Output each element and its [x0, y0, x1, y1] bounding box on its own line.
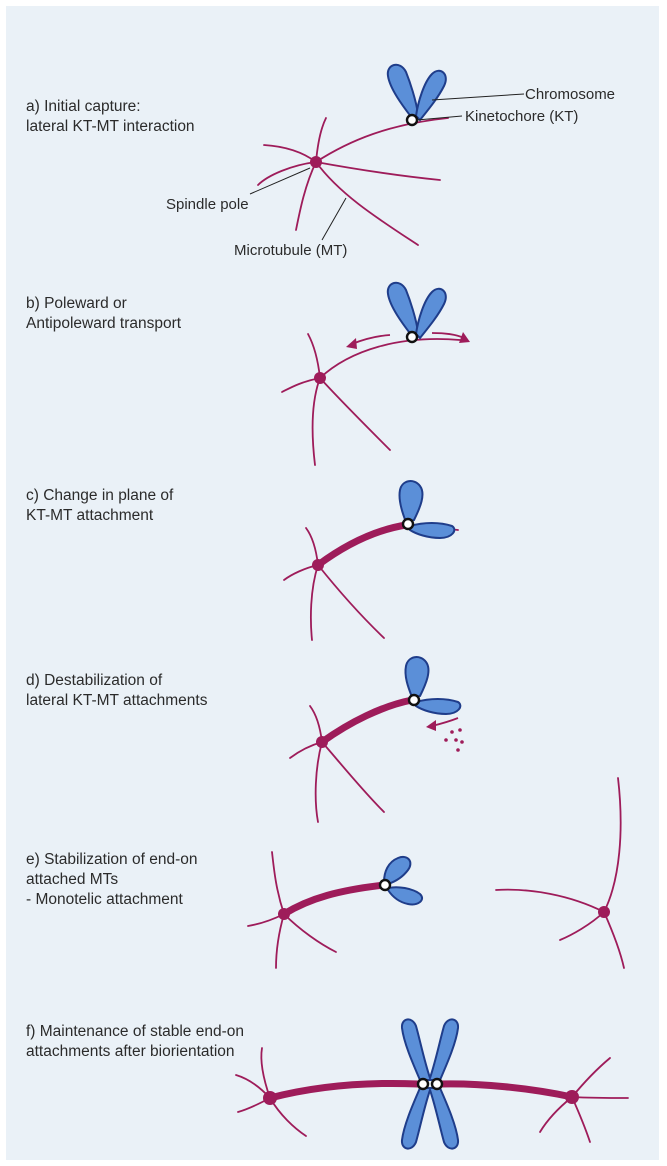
stage-e-graphic [248, 778, 624, 968]
stage-c-graphic [284, 481, 458, 640]
stage-e-line-1: e) Stabilization of end-on [26, 850, 197, 870]
stage-b-label: b) Poleward or Antipoleward transport [26, 294, 181, 334]
leader-chromosome [432, 94, 524, 100]
chromosome-annotation: Chromosome [525, 86, 615, 104]
stage-a-mt-2 [316, 162, 440, 180]
stage-b-graphic [282, 283, 470, 465]
stage-d-line-2: lateral KT-MT attachments [26, 691, 207, 711]
stage-a-line-1: a) Initial capture: [26, 97, 195, 117]
kinetochore-annotation: Kinetochore (KT) [465, 108, 578, 126]
stage-a-mt-main [316, 118, 448, 162]
stage-b-antipoleward-arrow [432, 333, 464, 338]
stage-a-chromosome [388, 65, 446, 120]
stage-a-mt-4 [296, 162, 316, 230]
stage-e-line-2: attached MTs [26, 870, 197, 890]
stage-a-mt-7 [316, 118, 326, 162]
stage-e-label: e) Stabilization of end-on attached MTs … [26, 850, 197, 910]
stage-a-graphic [250, 65, 524, 245]
microtubule-annotation: Microtubule (MT) [234, 242, 347, 260]
stage-d-graphic [290, 657, 464, 822]
stage-b-line-2: Antipoleward transport [26, 314, 181, 334]
stage-a-spindle-pole [310, 156, 322, 168]
stage-c-line-2: KT-MT attachment [26, 506, 173, 526]
stage-e-line-3: - Monotelic attachment [26, 890, 197, 910]
stage-a-label: a) Initial capture: lateral KT-MT intera… [26, 97, 195, 137]
stage-f-line-1: f) Maintenance of stable end-on [26, 1022, 244, 1042]
leader-microtubule [322, 198, 346, 240]
stage-a-line-2: lateral KT-MT interaction [26, 117, 195, 137]
stage-d-label: d) Destabilization of lateral KT-MT atta… [26, 671, 207, 711]
stage-a-mt-6 [264, 145, 316, 162]
stage-d-line-1: d) Destabilization of [26, 671, 207, 691]
stage-b-poleward-arrow [352, 335, 390, 344]
stage-f-line-2: attachments after biorientation [26, 1042, 244, 1062]
stage-a-kinetochore [407, 115, 417, 125]
stage-c-line-1: c) Change in plane of [26, 486, 173, 506]
stage-a-mt-3 [316, 162, 418, 245]
stage-f-label: f) Maintenance of stable end-on attachme… [26, 1022, 244, 1062]
spindle-pole-annotation: Spindle pole [166, 196, 249, 214]
stage-c-label: c) Change in plane of KT-MT attachment [26, 486, 173, 526]
stage-f-graphic [236, 1019, 628, 1148]
stage-b-line-1: b) Poleward or [26, 294, 181, 314]
